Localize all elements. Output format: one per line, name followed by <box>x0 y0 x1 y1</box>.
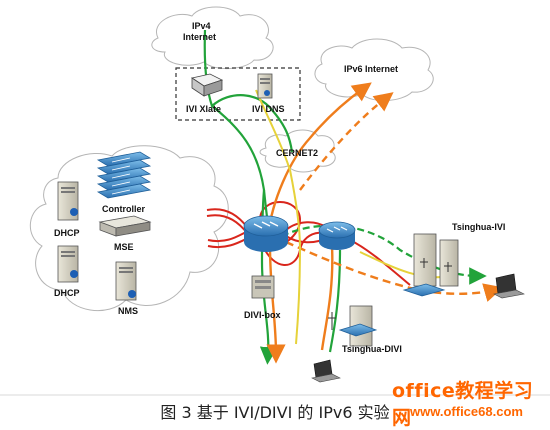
label-nms: NMS <box>118 306 138 316</box>
label-tsinghua-divi: Tsinghua-DIVI <box>342 344 402 354</box>
label-cernet2: CERNET2 <box>276 148 318 158</box>
ivi-xlate-device <box>190 73 224 97</box>
dhcp-server-1 <box>57 181 79 221</box>
label-ivi-dns: IVI DNS <box>252 104 285 114</box>
label-ipv4: IPv4 <box>192 21 211 31</box>
label-tsinghua-ivi: Tsinghua-IVI <box>452 222 505 232</box>
label-ipv6-internet: IPv6 Internet <box>344 64 398 74</box>
green-path <box>203 29 487 365</box>
label-dhcp-2: DHCP <box>54 288 80 298</box>
nms-server <box>115 261 137 301</box>
divi-box-device <box>251 275 275 299</box>
core-router-1 <box>243 215 289 252</box>
controller-switch-stack <box>96 151 152 199</box>
figure-caption: 图 3 基于 IVI/DIVI 的 IPv6 实验 <box>160 403 390 422</box>
watermark-url: www.office68.com <box>410 404 523 419</box>
tsinghua-ivi-site <box>402 233 459 297</box>
red-links <box>206 201 411 286</box>
orange-path <box>266 82 504 364</box>
ivi-translator-box <box>175 67 301 121</box>
label-ivi-xlate: IVI Xlate <box>186 104 221 114</box>
label-mse: MSE <box>114 242 134 252</box>
ipv4-internet-cloud <box>151 6 274 69</box>
ivi-dns-server <box>257 73 273 99</box>
dhcp-server-2 <box>57 245 79 283</box>
mse-appliance <box>98 215 152 237</box>
core-router-2 <box>318 221 356 250</box>
laptop-icon <box>311 359 341 383</box>
label-controller: Controller <box>102 204 145 214</box>
ipv6-internet-cloud <box>314 38 434 101</box>
label-dhcp-1: DHCP <box>54 228 80 238</box>
label-internet: Internet <box>183 32 216 42</box>
label-divi-box: DIVI-box <box>244 310 281 320</box>
laptop-icon <box>493 273 525 299</box>
tsinghua-divi-site <box>328 305 378 347</box>
watermark-site: office教程学习网 <box>392 380 534 429</box>
